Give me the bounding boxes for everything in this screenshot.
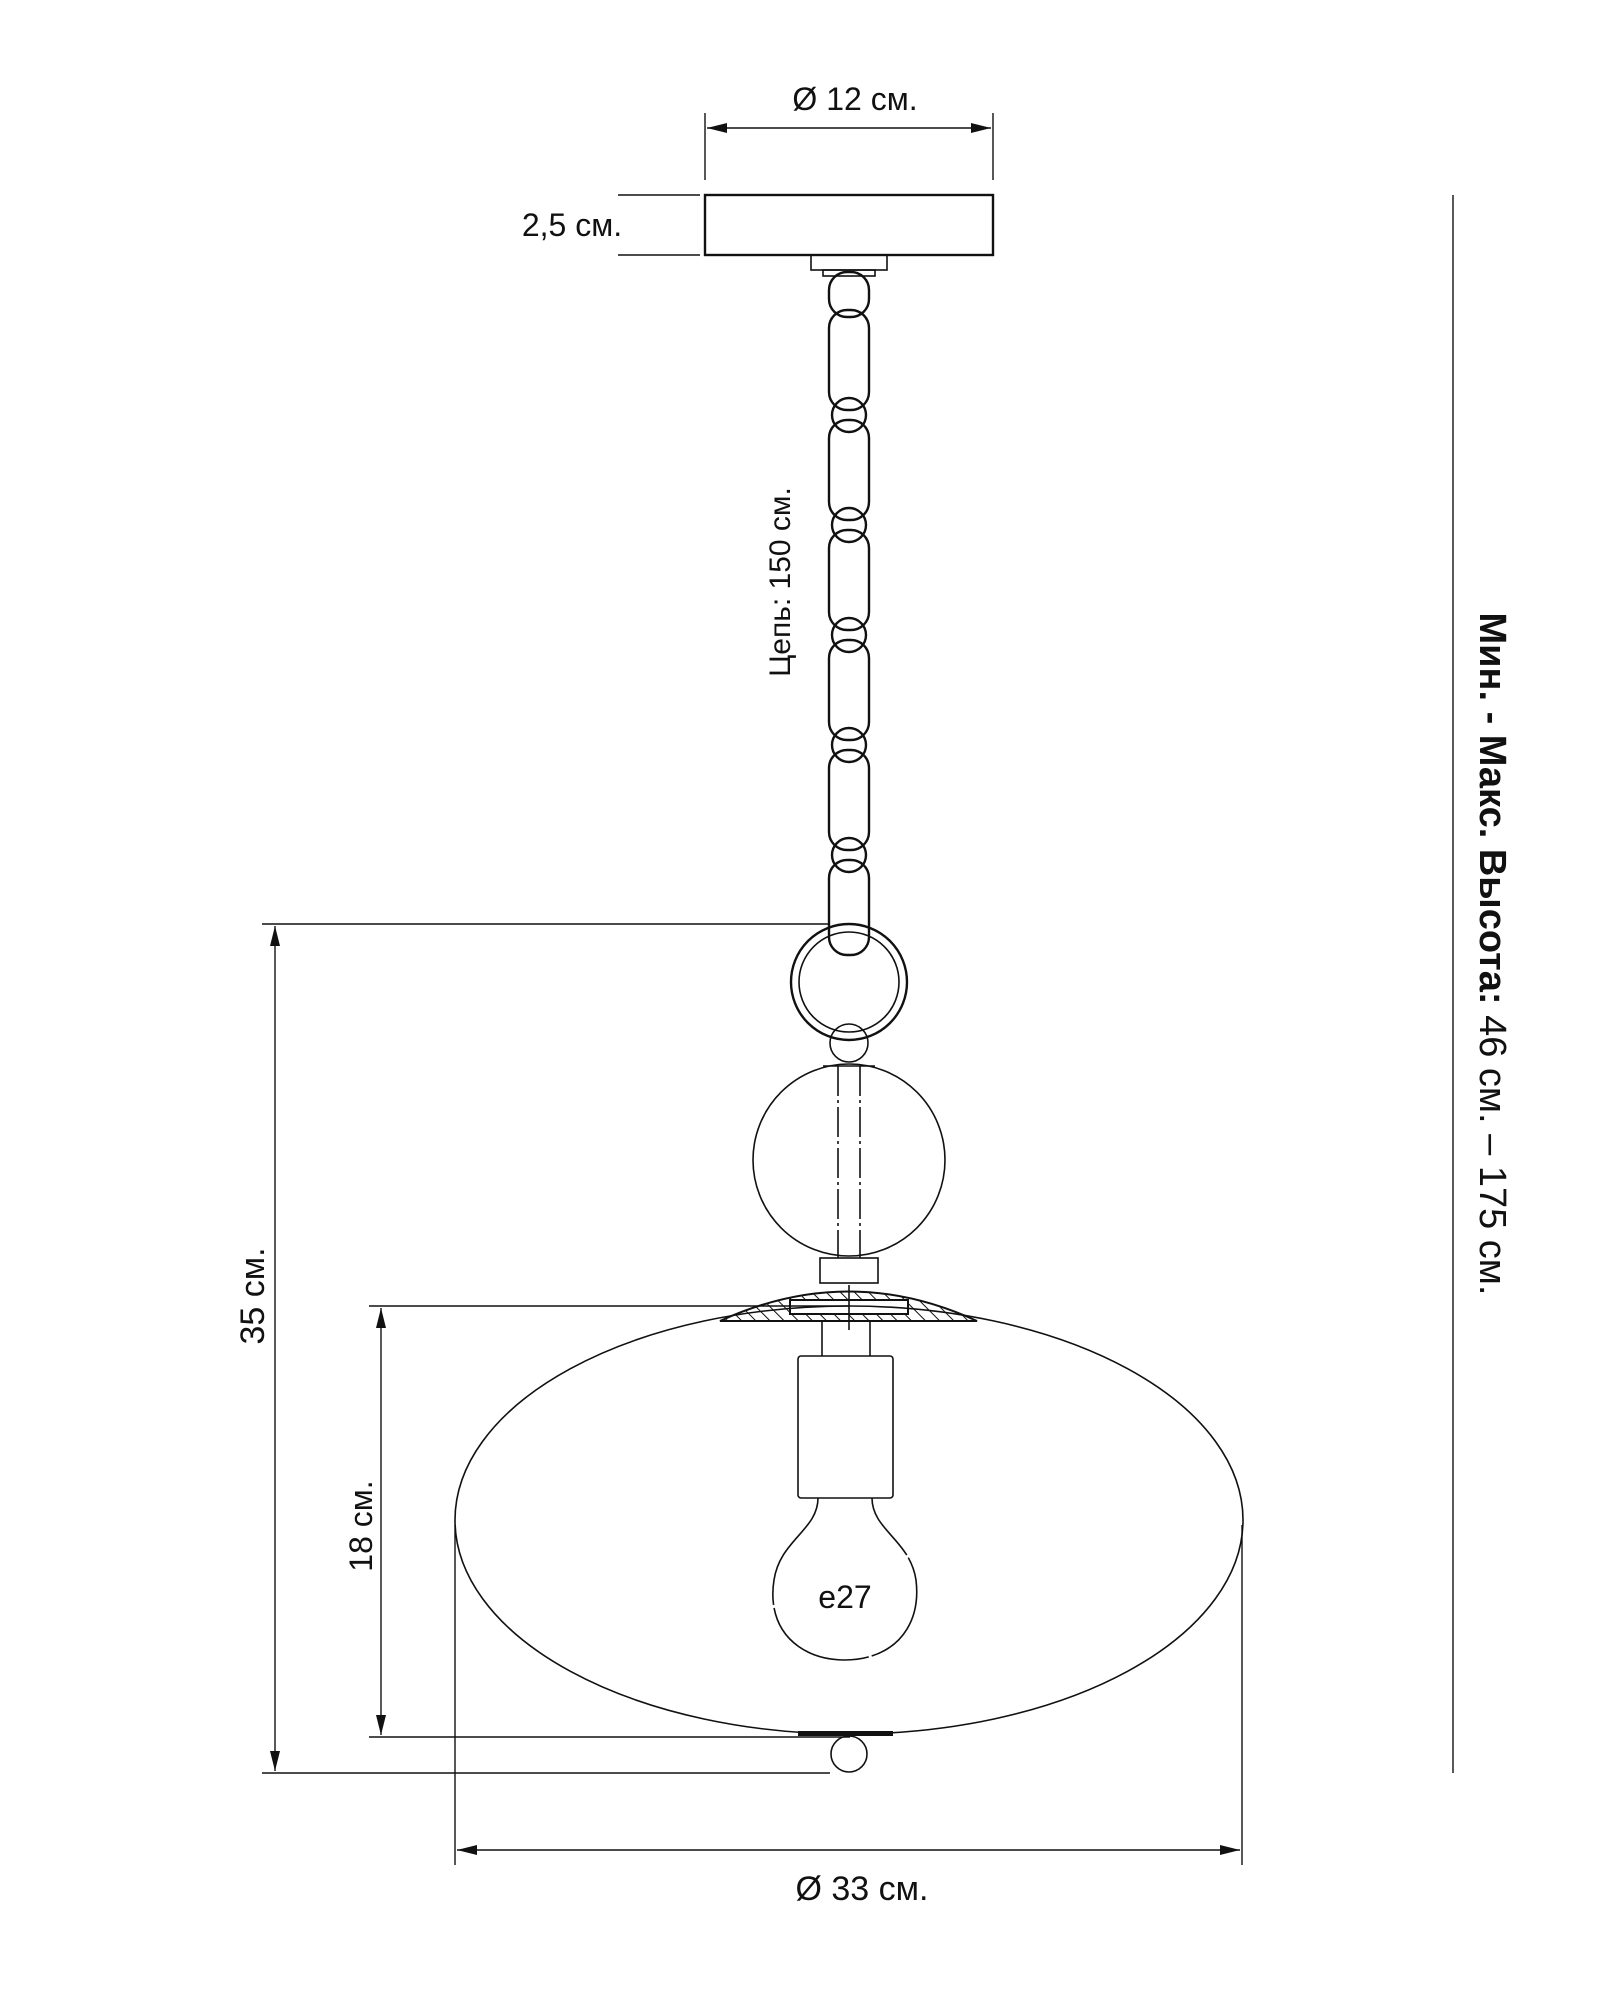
body-height-dimension: 35 см. [234,923,830,1774]
canopy-mount [810,254,888,271]
chain-hook-link [827,270,871,319]
chain-round-link [830,836,868,874]
lamp-socket [797,1355,894,1499]
shade-height-label: 18 см. [343,1480,379,1571]
shade-diameter-dimension: Ø 33 см. [454,1525,1243,1908]
hanging-ring-inner [798,931,900,1033]
canopy-height-label: 2,5 см. [522,207,622,243]
canopy-diameter-label: Ø 12 см. [792,81,917,117]
total-height-annotation: Мин. - Макс. Высота: 46 см. – 175 см. [1452,195,1513,1773]
body-height-label: 35 см. [234,1247,272,1344]
chain-link [827,748,871,852]
total-height-value: 46 см. – 175 см. [1471,1005,1513,1296]
chain-link [827,638,871,742]
chain-link [827,528,871,632]
ceiling-canopy [703,193,995,257]
chain-link [827,858,871,957]
chain-length-label: Цепь: 150 см. [764,487,797,677]
bottom-plate [798,1731,893,1736]
small-bead [829,1023,869,1063]
chain-round-link [830,396,868,434]
light-bulb [772,1497,918,1661]
shade-diameter-label: Ø 33 см. [796,1870,929,1908]
shade-height-dimension: 18 см. [343,1305,850,1738]
total-height-label: Мин. - Макс. Высота: 46 см. – 175 см. [1471,613,1513,1296]
socket-type-label: e27 [818,1579,871,1615]
canopy-hook [822,269,876,277]
chain-link [827,308,871,412]
bottom-finial [830,1735,868,1773]
shade-cap [719,1285,978,1330]
hanging-ring [789,922,909,1042]
total-height-title: Мин. - Макс. Высота: [1471,613,1513,1005]
chain-round-link [830,616,868,654]
decorative-sphere [752,1063,946,1257]
connector-cylinder [819,1257,879,1284]
chain-round-link [830,506,868,544]
chain [827,270,871,957]
canopy-diameter-dimension: Ø 12 см. [704,81,994,180]
chain-round-link [830,726,868,764]
canopy-height-dimension: 2,5 см. [522,194,700,256]
chain-link [827,418,871,522]
glass-shade [454,1305,1244,1735]
